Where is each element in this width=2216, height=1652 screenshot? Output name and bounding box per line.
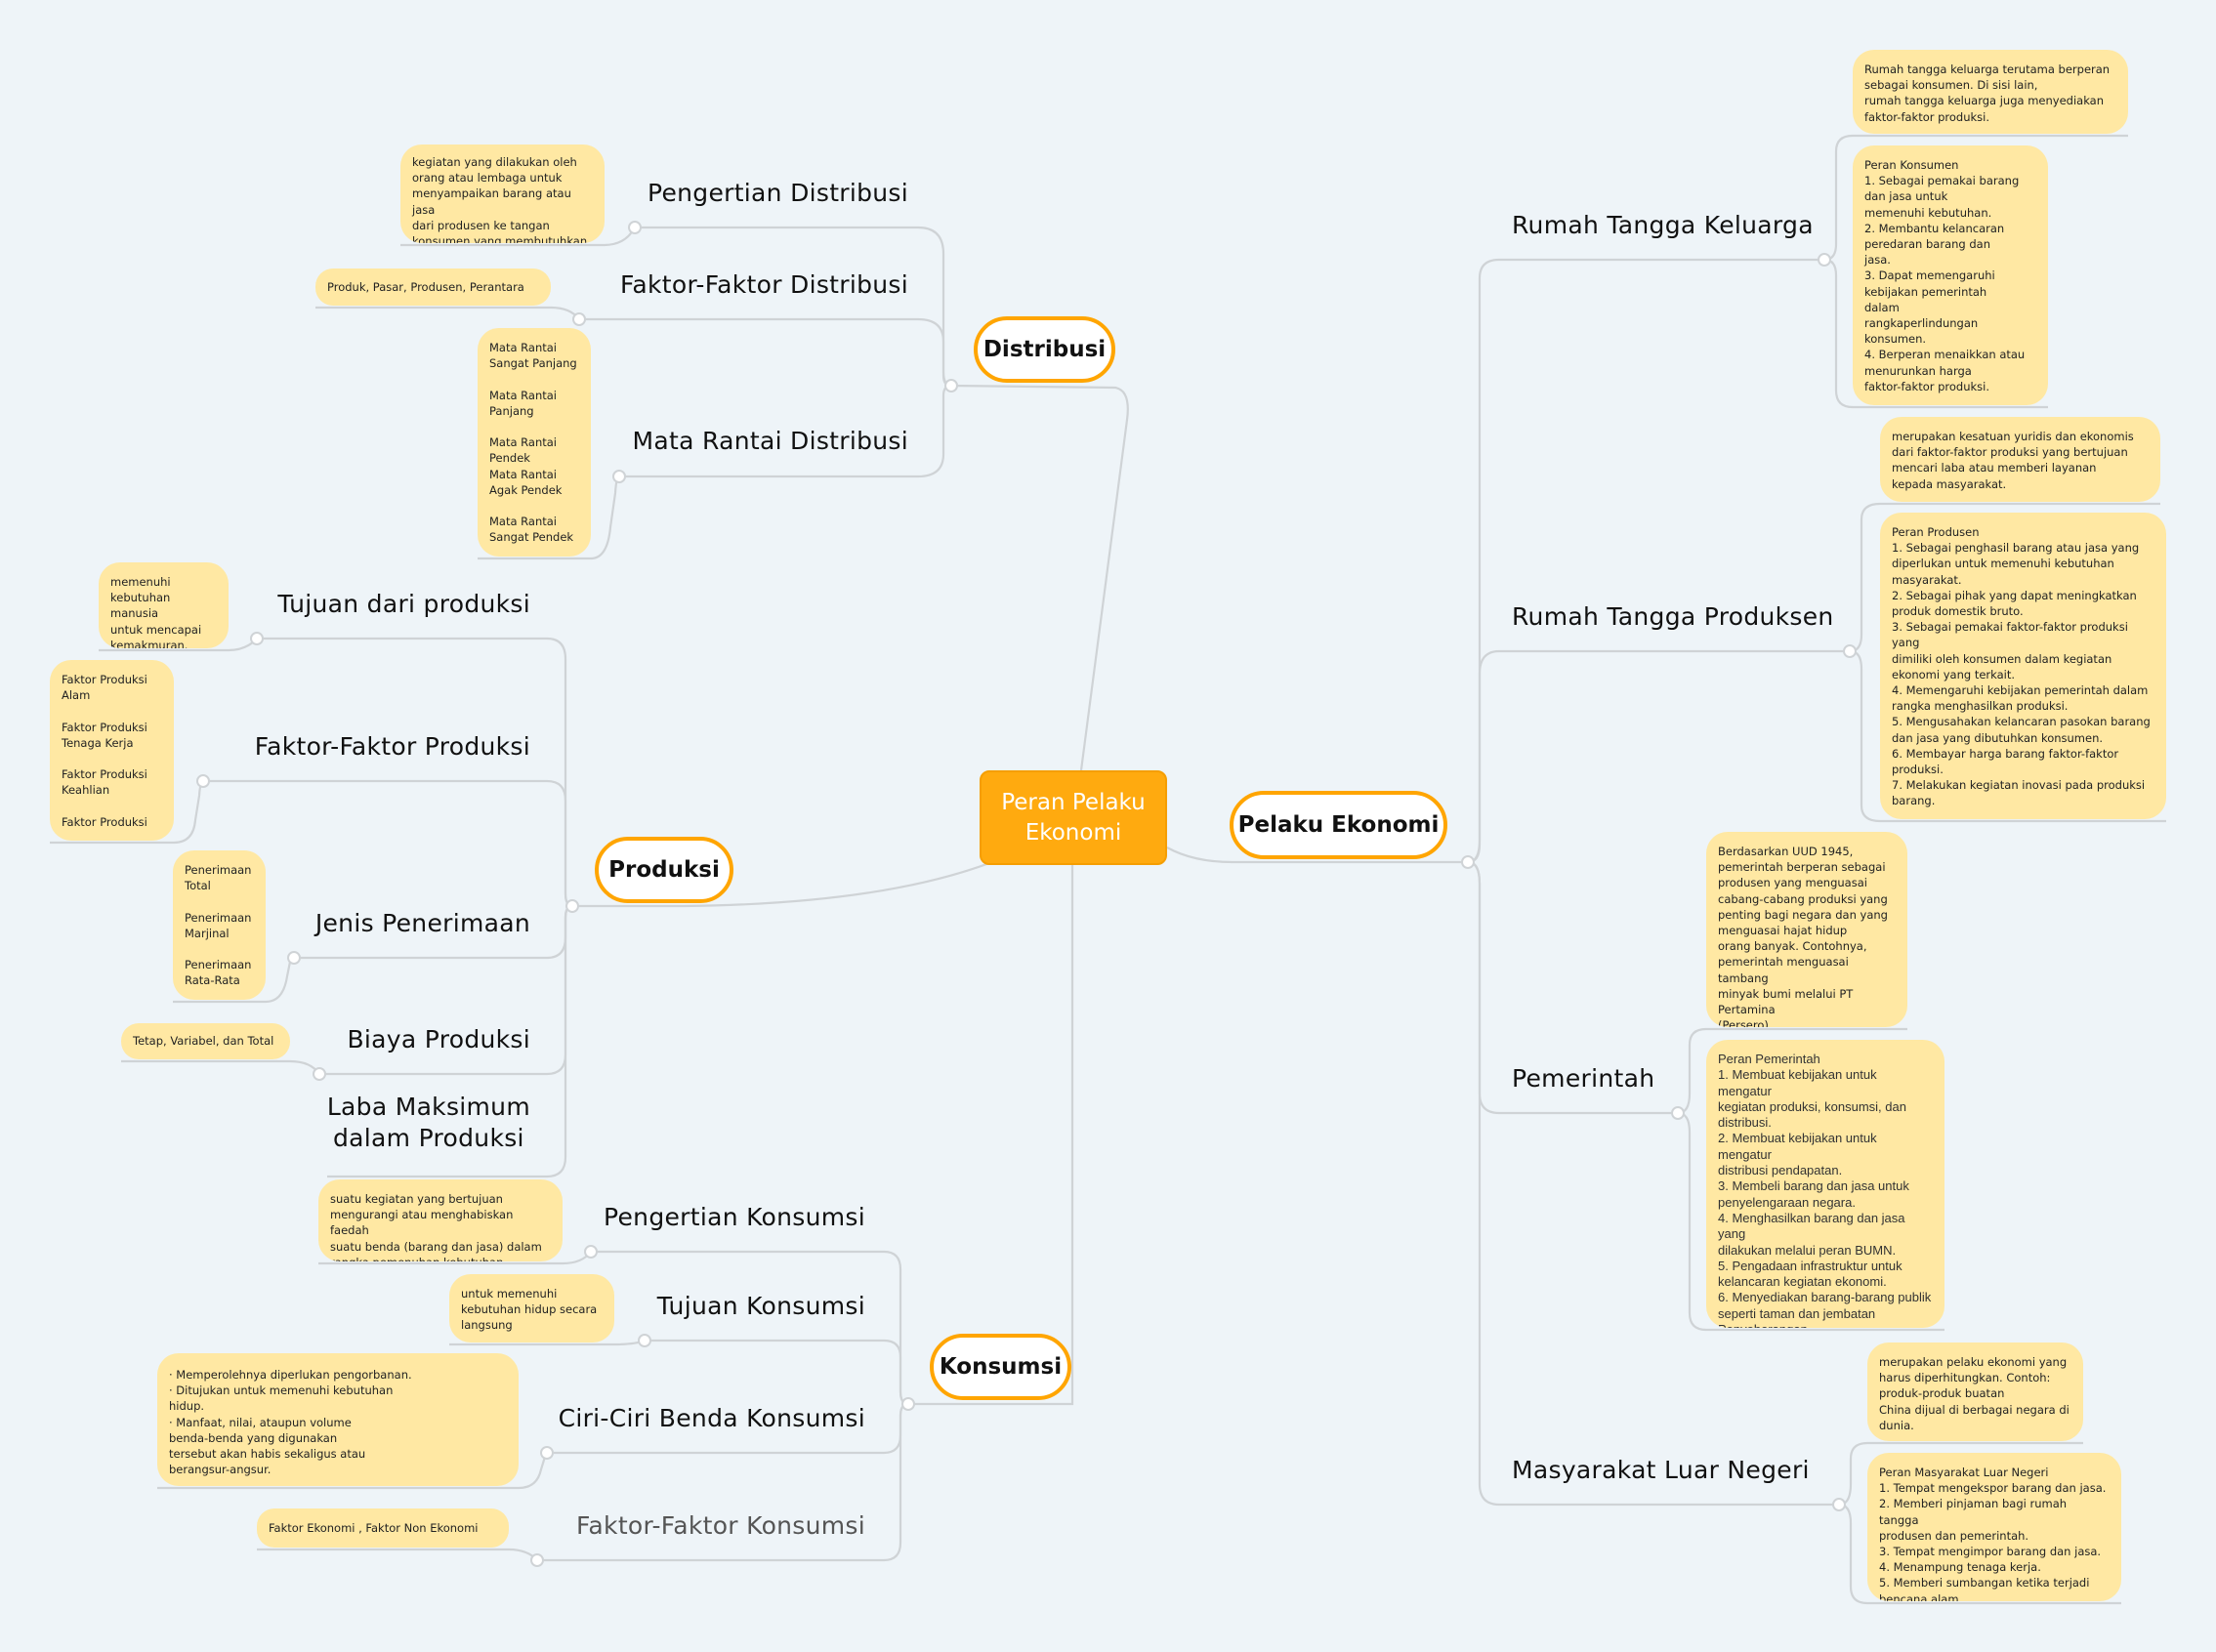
- topic-pengertian-konsumsi[interactable]: Pengertian Konsumsi: [604, 1203, 865, 1231]
- topic-faktor-distribusi[interactable]: Faktor-Faktor Distribusi: [619, 270, 908, 299]
- topic-biaya-produksi[interactable]: Biaya Produksi: [347, 1025, 530, 1053]
- topic-laba-maksimum[interactable]: Laba Maksimum dalam Produksi: [326, 1093, 530, 1152]
- topic-masyarakat-luar-negeri[interactable]: Masyarakat Luar Negeri: [1512, 1456, 1810, 1484]
- note-peran-masyarakat-luar-negeri[interactable]: Peran Masyarakat Luar Negeri 1. Tempat m…: [1867, 1453, 2121, 1601]
- note-rumah-tangga-keluarga-definisi[interactable]: Rumah tangga keluarga terutama berperan …: [1853, 50, 2128, 134]
- note-faktor-distribusi[interactable]: Produk, Pasar, Produsen, Perantara: [315, 268, 551, 306]
- note-ciri-benda-konsumsi[interactable]: · Memperolehnya diperlukan pengorbanan. …: [157, 1353, 519, 1486]
- branch-produksi[interactable]: Produksi: [595, 837, 733, 903]
- topic-jenis-penerimaan[interactable]: Jenis Penerimaan: [314, 909, 530, 937]
- topic-tujuan-produksi[interactable]: Tujuan dari produksi: [277, 590, 530, 618]
- note-pengertian-distribusi[interactable]: kegiatan yang dilakukan oleh orang atau …: [400, 145, 605, 243]
- note-pemerintah-definisi[interactable]: Berdasarkan UUD 1945, pemerintah berpera…: [1706, 832, 1907, 1027]
- topic-ciri-benda-konsumsi[interactable]: Ciri-Ciri Benda Konsumsi: [558, 1404, 865, 1432]
- junction-dot: [944, 379, 958, 392]
- topic-mata-rantai-distribusi[interactable]: Mata Rantai Distribusi: [632, 427, 908, 455]
- junction-dot: [565, 899, 579, 913]
- note-rumah-tangga-produksen-definisi[interactable]: merupakan kesatuan yuridis dan ekonomis …: [1880, 417, 2160, 502]
- branch-distribusi[interactable]: Distribusi: [974, 316, 1115, 383]
- note-jenis-penerimaan[interactable]: Penerimaan Total Penerimaan Marjinal Pen…: [173, 850, 266, 1000]
- topic-rumah-tangga-keluarga[interactable]: Rumah Tangga Keluarga: [1512, 211, 1814, 239]
- note-biaya-produksi[interactable]: Tetap, Variabel, dan Total: [121, 1023, 290, 1059]
- note-faktor-konsumsi[interactable]: Faktor Ekonomi , Faktor Non Ekonomi: [257, 1508, 509, 1548]
- note-tujuan-konsumsi[interactable]: untuk memenuhi kebutuhan hidup secara la…: [449, 1274, 614, 1342]
- note-peran-konsumen[interactable]: Peran Konsumen 1. Sebagai pemakai barang…: [1853, 145, 2048, 405]
- branch-konsumsi[interactable]: Konsumsi: [930, 1334, 1071, 1400]
- note-peran-pemerintah[interactable]: Peran Pemerintah 1. Membuat kebijakan un…: [1706, 1040, 1944, 1328]
- topic-faktor-konsumsi[interactable]: Faktor-Faktor Konsumsi: [576, 1511, 865, 1540]
- topic-pengertian-distribusi[interactable]: Pengertian Distribusi: [647, 179, 908, 207]
- note-mata-rantai-distribusi[interactable]: Mata Rantai Sangat Panjang Mata Rantai P…: [478, 328, 591, 557]
- note-peran-produsen[interactable]: Peran Produsen 1. Sebagai penghasil bara…: [1880, 513, 2166, 819]
- topic-pemerintah[interactable]: Pemerintah: [1512, 1064, 1655, 1093]
- junction-dot: [901, 1397, 915, 1411]
- junction-dot: [1461, 855, 1475, 869]
- branch-pelaku-ekonomi[interactable]: Pelaku Ekonomi: [1230, 791, 1447, 859]
- note-faktor-produksi[interactable]: Faktor Produksi Alam Faktor Produksi Ten…: [50, 660, 174, 841]
- topic-rumah-tangga-produksen[interactable]: Rumah Tangga Produksen: [1512, 602, 1834, 631]
- note-pengertian-konsumsi[interactable]: suatu kegiatan yang bertujuan mengurangi…: [318, 1179, 563, 1261]
- topic-tujuan-konsumsi[interactable]: Tujuan Konsumsi: [656, 1292, 865, 1320]
- note-masyarakat-luar-negeri-definisi[interactable]: merupakan pelaku ekonomi yang harus dipe…: [1867, 1342, 2083, 1441]
- topic-faktor-produksi[interactable]: Faktor-Faktor Produksi: [254, 732, 530, 761]
- note-tujuan-produksi[interactable]: memenuhi kebutuhan manusia untuk mencapa…: [99, 562, 229, 648]
- central-topic[interactable]: Peran Pelaku Ekonomi: [980, 770, 1167, 865]
